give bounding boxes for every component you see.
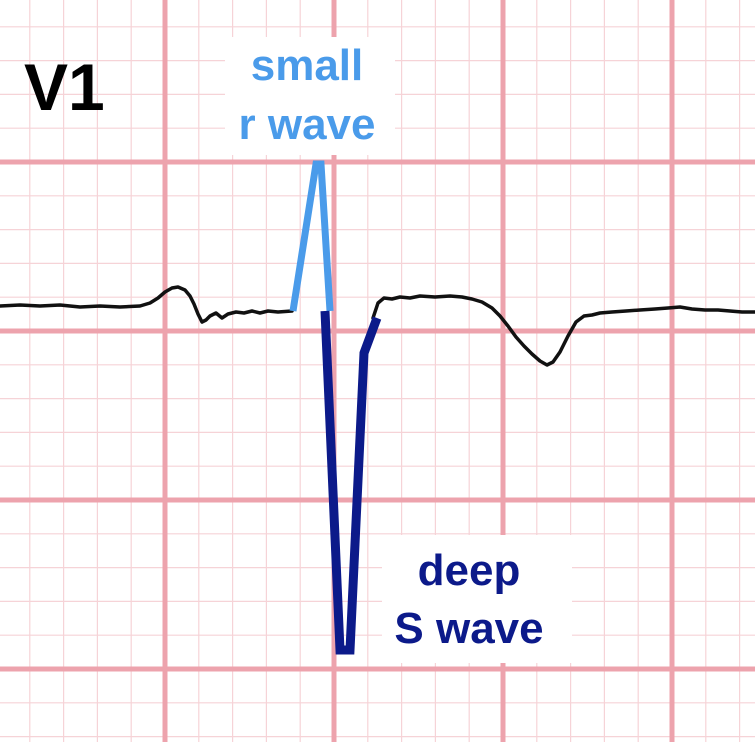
ecg-trace-baseline-p-wave (0, 285, 294, 324)
ecg-trace-st-t-wave (371, 294, 755, 367)
r-wave-label-line1: small (251, 41, 364, 90)
s-wave-label-line1: deep (418, 546, 521, 595)
ecg-r-wave (289, 160, 334, 312)
s-wave-label-background (382, 535, 572, 663)
lead-label: V1 (24, 50, 105, 124)
s-wave-label-line2: S wave (394, 604, 543, 653)
r-wave-label-background (225, 37, 395, 155)
r-wave-label-line2: r wave (239, 100, 376, 149)
ecg-s-wave (320, 310, 382, 655)
